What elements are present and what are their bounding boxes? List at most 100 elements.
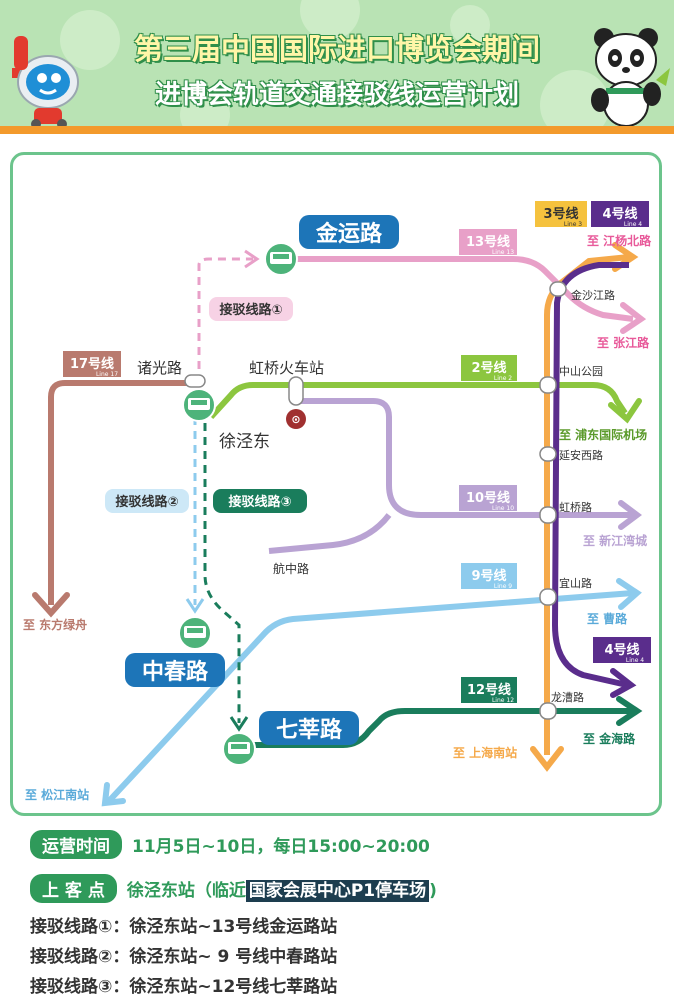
bus-icon	[178, 616, 212, 650]
line-9-badge-en: Line 9	[494, 583, 512, 590]
line-17-path	[48, 380, 203, 605]
zhongchunlu-label: 中春路	[142, 659, 209, 685]
bus-icon	[222, 732, 256, 766]
hongqiao-rail-label: 虹桥火车站	[249, 359, 324, 377]
line-4-badge-cn: 4号线	[602, 206, 637, 222]
shuttle-3-arrow	[229, 716, 249, 732]
line-4b-badge-en: Line 4	[626, 657, 644, 664]
qixinlu-label: 七莘路	[276, 717, 343, 743]
page-subtitle: 进博会轨道交通接驳线运营计划	[154, 80, 519, 110]
hongqiaolu-label: 虹桥路	[559, 501, 592, 514]
header-divider	[0, 126, 674, 134]
line-2-badge-cn: 2号线	[471, 360, 506, 376]
jinshajianglu-station-marker	[549, 281, 567, 297]
line-2-badge-en: Line 2	[494, 375, 512, 382]
line-17-badge-en: Line 17	[96, 371, 118, 378]
xujingdong-label: 徐泾东	[219, 432, 270, 452]
jinyunlu-label: 金运路	[315, 221, 383, 247]
bus-icon	[264, 242, 298, 276]
line-10-arrow	[618, 500, 642, 530]
yishanlu-label: 宜山路	[559, 576, 592, 590]
pickup-highlight: 国家会展中心P1停车场	[245, 880, 430, 902]
page-title: 第三届中国国际进口博览会期间	[133, 32, 540, 66]
yananxilu-station-marker	[539, 446, 557, 462]
operating-time-value: 11月5日~10日，每日15:00~20:00	[132, 837, 430, 857]
line-4-arrow	[610, 668, 637, 698]
shuttle-3-path	[203, 423, 241, 723]
bus-icon	[182, 388, 216, 422]
line-13-arrow	[620, 302, 647, 334]
dest-caolu: 至 曹路	[587, 611, 628, 626]
jinyunlu-label-box	[299, 215, 399, 249]
line-9-badge-cn: 9号线	[471, 568, 506, 584]
line-9-arrow	[616, 578, 642, 610]
line-17-arrow	[32, 592, 70, 618]
line-2-path	[208, 382, 628, 420]
dest-jiangyangbeilu: 至 江杨北路	[587, 233, 652, 248]
zhongshangongyuan-label: 中山公园	[559, 365, 603, 378]
shuttle-2-label: 接驳线路②	[115, 494, 178, 510]
line-4b-badge	[593, 637, 651, 663]
line-10-badge-en: Line 10	[492, 505, 514, 512]
line-9-path	[106, 590, 634, 804]
operating-time-row: 运营时间 11月5日~10日，每日15:00~20:00	[30, 830, 430, 859]
pickup-value: 徐泾东站（临近	[126, 881, 246, 901]
transit-map-svg: ⊙ 金运路 中春路 七莘路 诸光路 虹桥火车站 徐泾东 航中路 金沙江路 中山公…	[23, 201, 652, 807]
dest-shanghainanzhan: 至 上海南站	[453, 745, 517, 760]
hongqiao-rail-station-marker	[288, 376, 304, 406]
line-12-badge	[461, 677, 517, 703]
dest-jinhailu: 至 金海路	[583, 731, 636, 746]
dest-xinjiangwancheng: 至 新江湾城	[583, 533, 647, 548]
operating-time-tag: 运营时间	[30, 830, 122, 859]
hongqiaolu-station-marker	[539, 506, 557, 524]
shuttle-3-label-box	[213, 489, 307, 513]
line-10-badge	[459, 485, 517, 511]
pickup-tag: 上 客 点	[30, 874, 117, 903]
transit-map: ⊙ 金运路 中春路 七莘路 诸光路 虹桥火车站 徐泾东 航中路 金沙江路 中山公…	[10, 152, 662, 816]
jinshajianglu-label: 金沙江路	[571, 288, 615, 302]
dest-pudongairport: 至 浦东国际机场	[559, 427, 647, 442]
shuttle-3-label: 接驳线路③	[228, 494, 291, 510]
line-4-badge	[591, 201, 649, 227]
dest-zhangjianglu: 至 张江路	[597, 335, 650, 350]
line-2-badge	[461, 355, 517, 381]
line-17-badge	[63, 351, 121, 377]
zhongchunlu-label-box	[125, 653, 225, 687]
shuttle-1-label-box	[209, 297, 293, 321]
mascot-robot-icon	[12, 36, 79, 129]
zhongshangongyuan-station-marker	[539, 376, 557, 394]
zhuguanglu-label: 诸光路	[137, 359, 182, 377]
line-4-badge-en: Line 4	[624, 221, 642, 228]
line-9-badge	[461, 563, 517, 589]
shuttle-2-label-box	[105, 489, 189, 513]
dest-songjiangnanzhan: 至 松江南站	[25, 787, 89, 802]
line-3-badge-en: Line 3	[564, 221, 582, 228]
shuttle-2-arrow	[185, 598, 205, 614]
pickup-row: 上 客 点徐泾东站（临近国家会展中心P1停车场)	[30, 874, 437, 903]
dest-dongfanglvzhou: 至 东方绿舟	[23, 617, 87, 632]
line-12-arrow	[616, 696, 643, 726]
route-1-info: 接驳线路①：徐泾东站~13号线金运路站	[30, 917, 338, 937]
line-10-path	[297, 398, 633, 518]
line-3-badge-cn: 3号线	[543, 206, 578, 222]
line-3-badge	[535, 201, 587, 227]
zhuguanglu-station-marker	[184, 374, 206, 388]
line-12-badge-cn: 12号线	[467, 682, 511, 698]
shuttle-1-path	[197, 257, 253, 383]
svg-text:⊙: ⊙	[291, 413, 300, 426]
railway-icon	[286, 409, 306, 429]
route-2-info: 接驳线路②：徐泾东站~ 9 号线中春路站	[30, 947, 338, 967]
header-banner: 第三届中国国际进口博览会期间 进博会轨道交通接驳线运营计划	[0, 0, 674, 134]
line-2-arrow	[608, 398, 642, 424]
mascot-panda-icon	[591, 28, 670, 127]
line-13-badge	[459, 229, 517, 255]
line-9-arrow-sw	[101, 782, 126, 807]
line-10-badge-cn: 10号线	[466, 490, 510, 506]
line-10-branch	[268, 513, 392, 554]
longcaolu-label: 龙漕路	[551, 690, 584, 704]
route-3-info: 接驳线路③：徐泾东站~12号线七莘路站	[30, 977, 338, 997]
shuttle-1-label: 接驳线路①	[219, 302, 282, 318]
line-3-arrow-down	[530, 746, 564, 772]
longcaolu-station-marker	[539, 702, 557, 720]
line-13-badge-en: Line 13	[492, 249, 514, 256]
